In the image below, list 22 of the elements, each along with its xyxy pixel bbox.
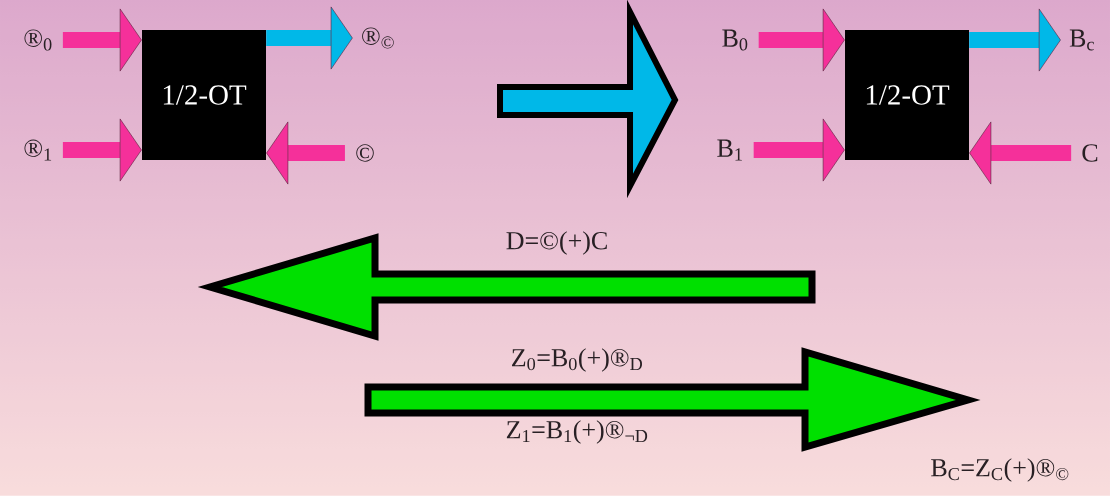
- arrow: [753, 118, 845, 182]
- formula-label: B$_{C}$=Z$_{C}$(+)®$_{©}$: [931, 458, 1069, 482]
- arrow: [266, 6, 353, 70]
- signal-label: ©: [356, 144, 374, 162]
- formula-label: Z$_{1}$=B$_{1}$(+)®$_{¬D}$: [506, 420, 648, 444]
- arrow: [62, 8, 142, 72]
- arrow: [62, 118, 142, 182]
- signal-label: C: [1082, 144, 1098, 162]
- signal-label: B$_{0}$: [722, 29, 748, 51]
- arrow: [266, 121, 345, 185]
- signal-label: B$_{1}$: [717, 139, 742, 161]
- function-block: 1/2-OT: [845, 30, 969, 160]
- arrow: [758, 8, 845, 72]
- signal-label: ®$_{©}$: [362, 27, 394, 49]
- arrow: [969, 121, 1072, 185]
- arrow: [969, 8, 1061, 72]
- signal-label: ®$_{1}$: [24, 139, 52, 161]
- signal-label: B$_{c}$: [1069, 29, 1094, 51]
- signal-label: ®$_{0}$: [24, 29, 52, 51]
- function-block: 1/2-OT: [142, 30, 266, 160]
- formula-label: Z$_{0}$=B$_{0}$(+)®$_{D}$: [512, 348, 642, 372]
- formula-label: D=©(+)C: [506, 231, 607, 255]
